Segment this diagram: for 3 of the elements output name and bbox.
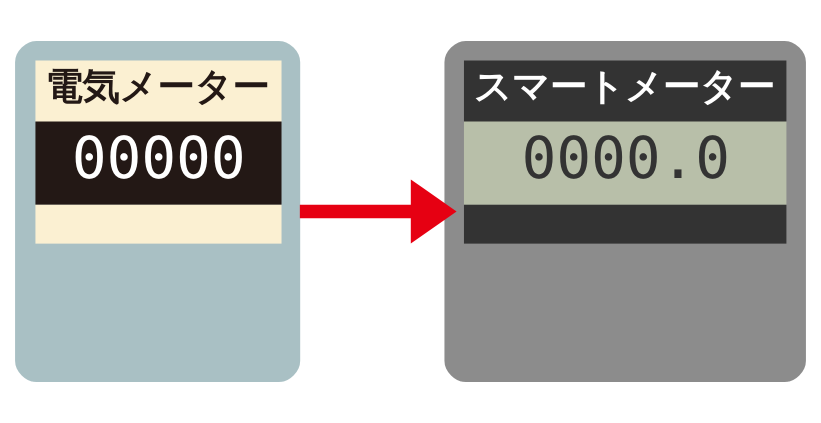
node-box: 電気メーター 00000 [15,40,300,382]
node-box: スマートメーター 0000.0 [444,40,806,382]
arrow [300,179,457,244]
